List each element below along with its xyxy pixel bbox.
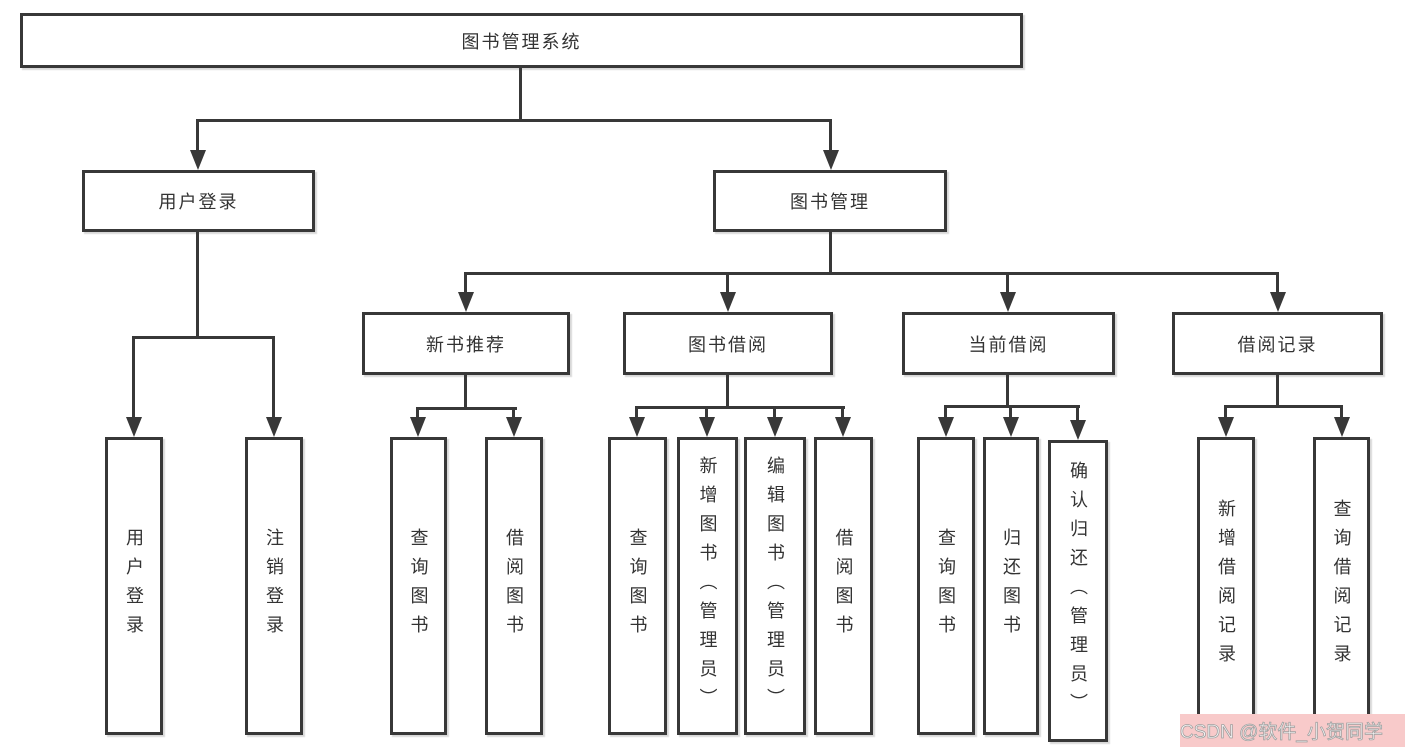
leaf-query-books-borrow: 查询图书	[608, 437, 667, 735]
node-label: 图书借阅	[688, 334, 768, 355]
connector-line	[196, 119, 832, 122]
leaf-label: 查询图书	[936, 528, 956, 644]
connector-line	[1009, 405, 1012, 417]
leaf-edit-books-admin: 编辑图书（管理员）	[744, 437, 806, 735]
connector-line	[829, 230, 832, 272]
leaf-label: 借阅图书	[504, 528, 524, 644]
connector-line	[1006, 373, 1009, 405]
node-borrow-records: 借阅记录	[1172, 312, 1383, 375]
arrowhead-icon	[938, 417, 954, 437]
node-label: 用户登录	[158, 192, 239, 212]
connector-line	[464, 373, 467, 407]
node-label: 当前借阅	[968, 334, 1049, 355]
csdn-watermark: CSDN @软件_小贺同学	[1180, 714, 1405, 747]
leaf-borrow-books: 借阅图书	[814, 437, 873, 735]
arrowhead-icon	[506, 417, 522, 437]
arrowhead-icon	[1003, 417, 1019, 437]
leaf-label: 查询图书	[408, 528, 429, 644]
connector-line	[1076, 405, 1079, 420]
leaf-query-books-recommend: 查询图书	[390, 437, 447, 735]
leaf-add-borrow-record: 新增借阅记录	[1197, 437, 1255, 735]
leaf-label: 查询借阅记录	[1331, 499, 1352, 673]
node-root-system: 图书管理系统	[20, 13, 1023, 68]
arrowhead-icon	[458, 292, 474, 312]
connector-line	[944, 405, 947, 417]
connector-line	[726, 272, 729, 292]
connector-line	[196, 230, 199, 336]
arrowhead-icon	[835, 417, 851, 437]
arrowhead-icon	[410, 417, 426, 437]
leaf-add-books-admin: 新增图书（管理员）	[677, 437, 738, 735]
connector-line	[1224, 405, 1343, 408]
node-label: 图书管理系统	[461, 31, 582, 52]
leaf-label: 归还图书	[1001, 528, 1021, 644]
connector-line	[841, 406, 844, 417]
connector-line	[1340, 405, 1343, 417]
arrowhead-icon	[1218, 417, 1234, 437]
node-label: 新书推荐	[426, 334, 506, 355]
connector-line	[464, 272, 1279, 275]
leaf-label: 查询图书	[627, 528, 648, 644]
arrowhead-icon	[699, 417, 715, 437]
connector-line	[1224, 405, 1227, 417]
connector-line	[705, 406, 708, 417]
leaf-user-login: 用户登录	[105, 437, 163, 735]
node-current-borrow: 当前借阅	[902, 312, 1115, 375]
leaf-borrow-books-recommend: 借阅图书	[485, 437, 543, 735]
connector-line	[132, 336, 135, 417]
leaf-return-books: 归还图书	[983, 437, 1039, 735]
connector-line	[272, 336, 275, 417]
node-new-book-recommend: 新书推荐	[362, 312, 570, 375]
leaf-label: 确认归还（管理员）	[1068, 460, 1088, 722]
connector-line	[132, 336, 275, 339]
leaf-logout: 注销登录	[245, 437, 303, 735]
arrowhead-icon	[1270, 292, 1286, 312]
leaf-query-borrow-record: 查询借阅记录	[1313, 437, 1370, 735]
connector-line	[1276, 373, 1279, 405]
connector-line	[635, 406, 638, 417]
node-user-login: 用户登录	[82, 170, 315, 232]
connector-line	[416, 407, 517, 410]
connector-line	[416, 407, 419, 417]
leaf-confirm-return-admin: 确认归还（管理员）	[1048, 440, 1108, 742]
leaf-label: 新增图书（管理员）	[697, 455, 718, 717]
arrowhead-icon	[720, 292, 736, 312]
arrowhead-icon	[767, 417, 783, 437]
connector-line	[829, 119, 832, 150]
node-book-management: 图书管理	[713, 170, 947, 232]
connector-line	[464, 272, 467, 292]
connector-line	[1006, 272, 1009, 292]
connector-line	[1276, 272, 1279, 292]
arrowhead-icon	[266, 417, 282, 437]
node-label: 图书管理	[790, 192, 870, 212]
leaf-label: 注销登录	[264, 528, 284, 644]
watermark-text: CSDN @软件_小贺同学	[1180, 722, 1384, 744]
leaf-label: 借阅图书	[833, 528, 854, 644]
leaf-label: 用户登录	[124, 528, 144, 644]
node-book-borrow: 图书借阅	[623, 312, 833, 375]
arrowhead-icon	[126, 417, 142, 437]
connector-line	[512, 407, 515, 417]
arrowhead-icon	[1000, 292, 1016, 312]
arrowhead-icon	[1070, 420, 1086, 440]
arrowhead-icon	[1334, 417, 1350, 437]
connector-line	[196, 119, 199, 150]
leaf-label: 新增借阅记录	[1216, 499, 1236, 673]
node-label: 借阅记录	[1237, 334, 1318, 355]
arrowhead-icon	[190, 150, 206, 170]
connector-line	[944, 405, 1080, 408]
arrowhead-icon	[823, 150, 839, 170]
leaf-label: 编辑图书（管理员）	[765, 455, 785, 717]
connector-line	[726, 373, 729, 406]
connector-line	[519, 66, 522, 119]
connector-line	[773, 406, 776, 417]
arrowhead-icon	[629, 417, 645, 437]
leaf-query-books-current: 查询图书	[917, 437, 975, 735]
connector-line	[635, 406, 845, 409]
